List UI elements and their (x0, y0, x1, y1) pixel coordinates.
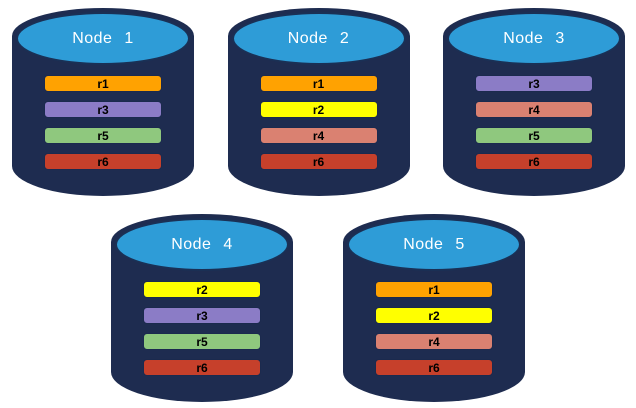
node-title: Node 3 (503, 29, 565, 47)
replica-bar: r5 (475, 127, 593, 144)
replica-label: r6 (97, 154, 109, 169)
replica-list: r1 r2 r4 r6 (259, 75, 378, 170)
replica-bar: r1 (259, 75, 378, 92)
replica-label: r2 (428, 308, 440, 323)
replica-bar: r6 (475, 153, 593, 170)
replica-label: r5 (196, 334, 208, 349)
cylinder-top: Node 2 (231, 12, 406, 65)
replica-bar: r2 (375, 307, 493, 324)
replica-label: r2 (312, 102, 325, 117)
replica-label: r1 (428, 282, 440, 297)
replica-bar: r6 (44, 153, 162, 170)
replica-bar: r1 (44, 75, 162, 92)
replica-label: r6 (312, 154, 325, 169)
replica-label: r4 (312, 128, 325, 143)
top-row: Node 1 r1 r3 r5 r6 Node 2 (12, 8, 625, 196)
node-title: Node 4 (171, 235, 233, 253)
cylinder-top: Node 3 (447, 12, 621, 65)
node-title: Node 2 (287, 29, 350, 47)
replica-bar: r6 (259, 153, 378, 170)
replica-bar: r5 (44, 127, 162, 144)
replica-label: r4 (528, 102, 540, 117)
replica-label: r4 (428, 334, 440, 349)
replica-label: r2 (196, 282, 208, 297)
node-cylinder-4: Node 4 r2 r3 r5 r6 (111, 214, 293, 402)
replica-bar: r4 (259, 127, 378, 144)
replica-bar: r4 (475, 101, 593, 118)
replica-bar: r6 (375, 359, 493, 376)
replica-bar: r2 (143, 281, 261, 298)
node-cylinder-5: Node 5 r1 r2 r4 r6 (343, 214, 525, 402)
cylinder-top: Node 4 (115, 218, 289, 271)
replica-label: r6 (528, 154, 540, 169)
replica-label: r3 (97, 102, 109, 117)
replica-list: r3 r4 r5 r6 (475, 75, 593, 170)
replica-bar: r5 (143, 333, 261, 350)
replica-list: r1 r2 r4 r6 (375, 281, 493, 376)
node-cylinder-3: Node 3 r3 r4 r5 r6 (443, 8, 625, 196)
replica-bar: r6 (143, 359, 261, 376)
node-cylinder-2: Node 2 r1 r2 r4 r6 (227, 8, 410, 196)
replica-label: r5 (528, 128, 540, 143)
replica-label: r6 (428, 360, 440, 375)
replica-list: r2 r3 r5 r6 (143, 281, 261, 376)
cylinder-top: Node 1 (16, 12, 190, 65)
replica-label: r1 (312, 76, 325, 91)
replica-bar: r3 (475, 75, 593, 92)
replica-label: r5 (97, 128, 109, 143)
bottom-row: Node 4 r2 r3 r5 r6 Node 5 (0, 214, 636, 402)
replica-bar: r3 (44, 101, 162, 118)
replica-bar: r4 (375, 333, 493, 350)
replica-label: r1 (97, 76, 109, 91)
replica-bar: r3 (143, 307, 261, 324)
replica-list: r1 r3 r5 r6 (44, 75, 162, 170)
replica-bar: r1 (375, 281, 493, 298)
replica-bar: r2 (259, 101, 378, 118)
node-cylinder-1: Node 1 r1 r3 r5 r6 (12, 8, 194, 196)
cylinder-top: Node 5 (347, 218, 521, 271)
replica-label: r3 (528, 76, 540, 91)
node-title: Node 1 (72, 29, 134, 47)
node-title: Node 5 (403, 235, 465, 253)
replica-label: r6 (196, 360, 208, 375)
replica-label: r3 (196, 308, 208, 323)
